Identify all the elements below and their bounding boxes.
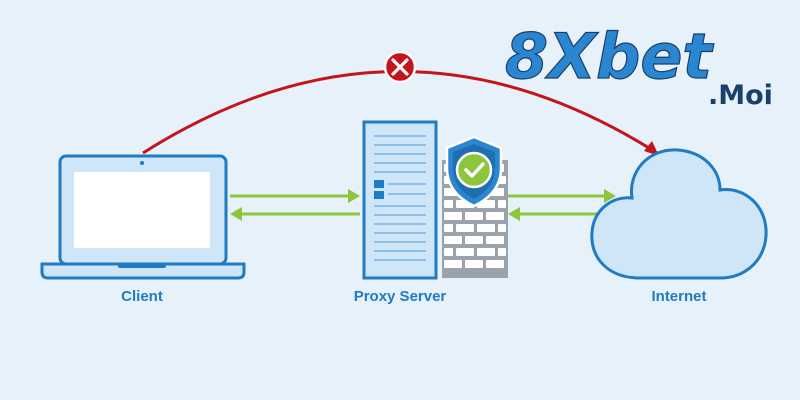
- blocked-direct-path: [142, 50, 659, 156]
- brick: [444, 236, 462, 244]
- logo-main-text: 8Xbet: [505, 20, 714, 93]
- client-proxy-arrows: [230, 189, 360, 221]
- brick: [465, 212, 483, 220]
- shield-check-icon: [445, 135, 503, 208]
- brand-logo: 8Xbet .Moi: [504, 19, 773, 111]
- proxy-server-label: Proxy Server: [354, 288, 447, 305]
- brick: [498, 200, 506, 208]
- brick: [444, 248, 453, 256]
- client-label: Client: [121, 288, 163, 305]
- logo-sub-text: .Moi: [708, 80, 773, 111]
- brick: [486, 212, 504, 220]
- laptop-icon: [40, 154, 246, 280]
- brick: [465, 260, 483, 268]
- proxy-internet-arrows: [508, 189, 616, 221]
- brick: [465, 236, 483, 244]
- brick: [498, 248, 506, 256]
- brick: [477, 248, 495, 256]
- laptop-screen: [74, 172, 210, 248]
- laptop-base: [40, 262, 246, 280]
- x-circle-icon: [383, 50, 417, 84]
- brick: [444, 212, 462, 220]
- server-icon: [362, 120, 438, 280]
- brick: [456, 248, 474, 256]
- cloud-icon: [590, 148, 768, 280]
- brick: [477, 224, 495, 232]
- brick: [486, 260, 504, 268]
- brick: [444, 224, 453, 232]
- brick: [486, 236, 504, 244]
- brick: [444, 260, 462, 268]
- brick: [456, 224, 474, 232]
- brick: [444, 200, 453, 208]
- internet-label: Internet: [651, 288, 706, 305]
- brick: [498, 224, 506, 232]
